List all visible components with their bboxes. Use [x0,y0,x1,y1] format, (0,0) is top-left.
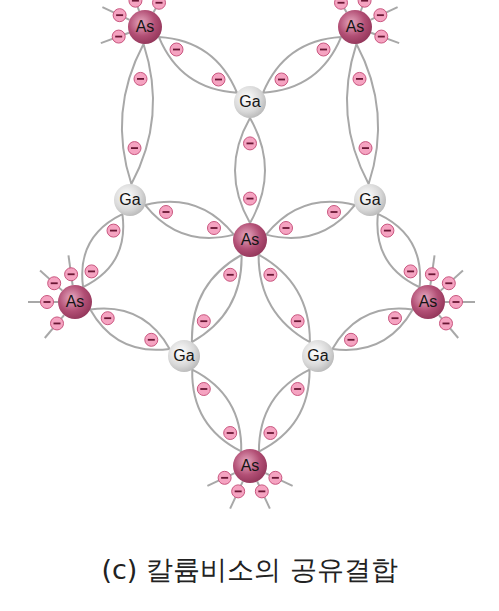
electron [65,268,78,281]
electron [85,265,98,278]
covalent-bond [159,37,237,93]
electron [224,268,237,281]
electron [244,137,257,150]
arsenic-atom: As [233,449,267,483]
dangling-bond [154,0,169,12]
element-symbol: As [136,19,155,35]
electron [153,0,166,9]
covalent-bond [259,370,310,452]
electron [134,72,147,85]
gallium-atom: Ga [168,340,200,372]
arsenic-atom: As [128,10,162,44]
electron [112,30,125,43]
covalent-bond [347,44,378,184]
electron [264,268,277,281]
dangling-bond [45,315,64,338]
electron [291,383,304,396]
electron [381,224,394,237]
covalent-bond [90,309,169,350]
electron [129,0,142,7]
arsenic-atom: As [58,285,92,319]
element-symbol: Ga [239,94,260,110]
gallium-atom: Ga [354,184,386,216]
electron [160,206,173,219]
electron [41,296,54,309]
electron [404,265,417,278]
electron [353,72,366,85]
electron [425,268,438,281]
electron [218,471,231,484]
arsenic-atom: As [411,285,445,319]
electron [328,206,341,219]
element-symbol: As [241,232,260,248]
element-symbol: Ga [173,348,194,364]
electron [224,427,237,440]
dangling-bond [40,271,62,291]
covalent-bond [377,214,420,287]
gallium-atom: Ga [302,340,334,372]
electron [275,73,288,86]
electron [374,9,387,22]
electron [48,277,61,290]
electron [107,224,120,237]
electron [264,427,277,440]
element-symbol: As [419,294,438,310]
covalent-bond [259,255,310,343]
electron [208,222,221,235]
element-symbol: Ga [119,192,140,208]
electron [269,471,282,484]
electron [244,192,257,205]
element-symbol: As [346,19,365,35]
electron [389,312,402,325]
electron [232,485,245,498]
electron [197,383,210,396]
element-symbol: As [241,458,260,474]
dangling-bond [332,0,347,12]
electron [345,333,358,346]
electron [291,315,304,328]
electron [317,43,330,56]
covalent-bond [192,255,242,342]
electron [439,317,452,330]
electron [359,142,372,155]
dangling-bond [439,315,458,338]
element-symbol: Ga [307,348,328,364]
electron [145,333,158,346]
arsenic-atom: As [233,223,267,257]
electron [212,73,225,86]
arsenic-atom: As [338,10,372,44]
figure-caption: (c) 칼륨비소의 공유결합 [0,552,499,588]
electron [450,296,463,309]
electron [255,485,268,498]
electron [128,142,141,155]
electron [335,0,348,9]
covalent-bond [192,370,241,452]
covalent-bond [82,214,123,287]
electron [375,30,388,43]
electron [442,277,455,290]
covalent-bond [266,202,355,238]
covalent-bond [332,309,412,350]
electron [197,315,210,328]
electron [358,0,371,7]
gallium-atom: Ga [114,184,146,216]
electron [113,9,126,22]
dangling-bond [441,271,463,291]
covalent-bond [263,37,341,93]
covalent-bond [145,202,234,238]
gallium-atom: Ga [234,86,266,118]
electron-layer [41,0,463,498]
covalent-bond [235,118,265,223]
covalent-bond [122,44,153,184]
element-symbol: Ga [359,192,380,208]
electron [101,312,114,325]
electron [51,317,64,330]
element-symbol: As [66,294,85,310]
electron [170,43,183,56]
electron [280,222,293,235]
